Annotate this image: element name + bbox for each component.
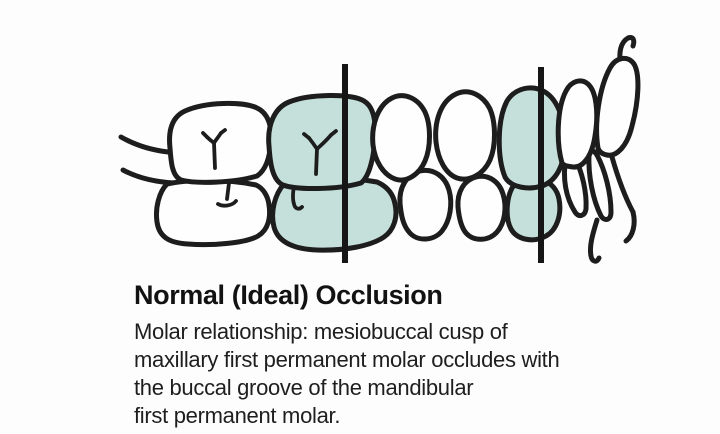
caption-block: Normal (Ideal) Occlusion Molar relations… <box>134 280 694 430</box>
caption-line: Molar relationship: mesiobuccal cusp of <box>134 319 508 344</box>
mandibular-first-molar-tooth <box>270 175 399 253</box>
caption-line: the buccal groove of the mandibular <box>134 375 474 400</box>
lower-second-premolar-tooth <box>455 173 508 242</box>
maxillary-canine-tooth <box>496 85 568 191</box>
occlusion-diagram <box>118 35 641 264</box>
upper-second-premolar-tooth <box>433 89 497 182</box>
upper-second-molar-groove <box>201 128 227 170</box>
diagram-description: Molar relationship: mesiobuccal cusp of … <box>134 318 694 430</box>
caption-line: maxillary first permanent molar occludes… <box>134 347 560 372</box>
incisor-tip-stroke <box>617 35 637 69</box>
lower-second-molar-tooth <box>154 177 273 248</box>
partial-tooth-edges <box>118 134 177 186</box>
caption-line: first permanent molar. <box>134 403 341 428</box>
upper-second-molar-tooth <box>167 100 274 185</box>
maxillary-first-molar-groove <box>302 129 338 176</box>
diagram-title: Normal (Ideal) Occlusion <box>134 280 443 310</box>
upper-incisors <box>555 35 641 170</box>
upper-first-premolar-tooth <box>370 93 432 183</box>
